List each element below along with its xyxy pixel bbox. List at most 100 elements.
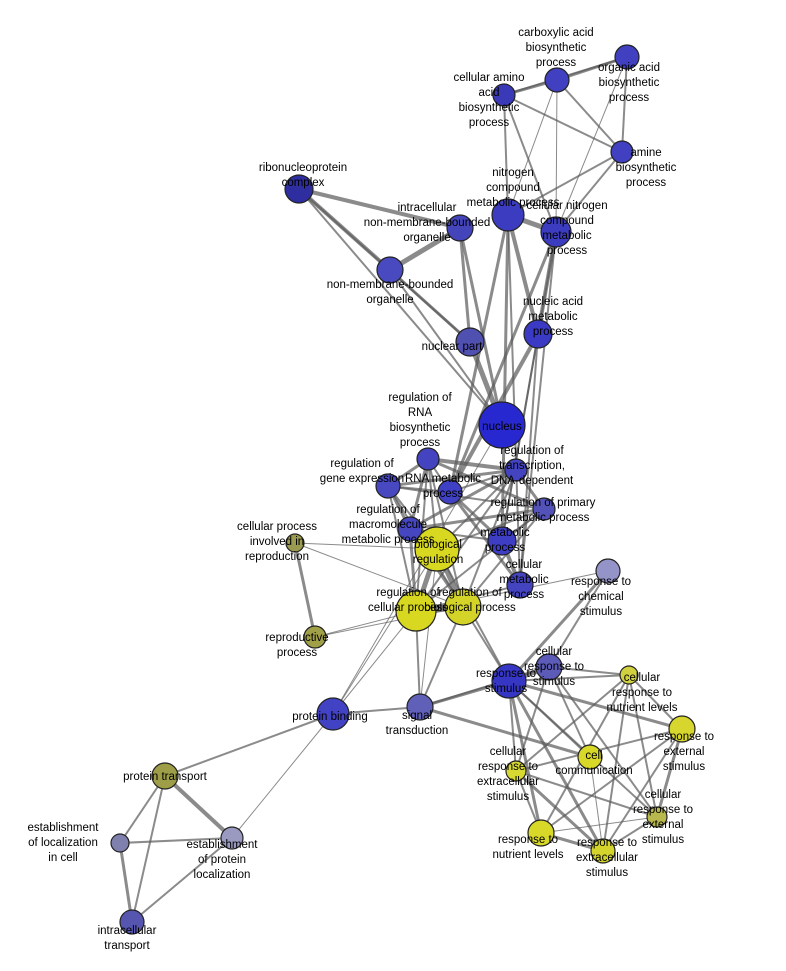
graph-node-cellular_response_external[interactable]: cellular response to external stimulus <box>646 806 668 828</box>
node-label-cellular_response_nutrient: cellular <box>624 672 661 684</box>
graph-node-cell_communication[interactable]: cell communication <box>577 744 603 770</box>
graph-node-nuclear_part[interactable]: nuclear part <box>455 327 485 357</box>
graph-edge-response_to_stimulus--response_external <box>507 679 684 731</box>
graph-node-response_nutrient[interactable]: response to nutrient levels <box>527 819 555 847</box>
graph-node-reg_macromolecule[interactable]: regulation of macromolecule metabolic pr… <box>397 516 423 542</box>
graph-node-protein_transport[interactable]: protein transport <box>151 762 179 790</box>
graph-node-biological_regulation[interactable]: biological regulation <box>414 526 460 572</box>
node-label-cellular_nitrogen: process <box>547 245 588 257</box>
graph-node-cellular_amino[interactable]: cellular amino acid biosynthetic process <box>492 83 516 107</box>
node-label-carboxylic: process <box>536 57 577 69</box>
graph-node-cellular_nitrogen[interactable]: cellular nitrogen compound metabolic pro… <box>540 216 572 248</box>
graph-edge-reg_gene_expr--reg_primary <box>387 485 545 510</box>
node-label-est_protein_localization: localization <box>194 869 251 881</box>
node-label-nitrogen_compound: compound <box>486 182 540 194</box>
graph-node-organic[interactable]: organic acid biosynthetic process <box>614 44 640 70</box>
node-label-intracellular_nmb: organelle <box>403 232 450 244</box>
node-label-reg_biological: regulation of <box>438 587 502 599</box>
graph-edge-cellular_response_nutrient--cellular_response_external <box>628 674 658 818</box>
graph-node-ribonucleoprotein[interactable]: ribonucleoprotein complex <box>284 174 314 204</box>
node-label-nucleic_acid: process <box>533 326 574 338</box>
graph-edge-cellular_nitrogen--metabolic_process <box>501 231 557 542</box>
graph-node-cellular_response_extracellular[interactable]: cellular response to extracellular stimu… <box>505 760 527 782</box>
graph-edge-cellular_process_repro--reproductive_process <box>293 541 317 639</box>
graph-edge-cellular_amino--nitrogen_compound <box>503 94 509 216</box>
graph-node-reg_biological[interactable]: regulation of biological process <box>444 588 482 626</box>
graph-edge-reg_rna_biosyn--reg_primary <box>426 457 546 511</box>
graph-edge-protein_transport--intracellular_transport <box>131 775 166 923</box>
graph-node-response_chemical[interactable]: response to chemical stimulus <box>595 558 621 584</box>
node-label-protein_binding: protein binding <box>292 711 367 723</box>
node-label-amine: amine <box>630 147 661 159</box>
graph-node-reg_rna_biosyn[interactable]: regulation of RNA biosynthetic process <box>416 447 440 471</box>
graph-node-nucleus[interactable]: nucleus <box>478 401 526 449</box>
node-label-cellular_metabolic: process <box>504 589 545 601</box>
node-label-intracellular_nmb: intracellular <box>398 202 457 214</box>
graph-edge-cellular_response_nutrient--response_extracellular <box>602 674 630 852</box>
node-label-organic: biosynthetic <box>599 77 660 89</box>
graph-node-response_extracellular[interactable]: response to extracellular stimulus <box>590 838 616 864</box>
node-label-carboxylic: carboxylic acid <box>518 27 593 39</box>
graph-node-cellular_process_repro[interactable]: cellular process involved in reproductio… <box>285 533 305 553</box>
graph-node-protein_binding[interactable]: protein binding <box>316 697 350 731</box>
graph-edge-non_membrane--nucleus <box>389 269 503 426</box>
graph-node-non_membrane[interactable]: non-membrane-bounded organelle <box>376 256 404 284</box>
node-label-cellular_response_nutrient: response to <box>612 687 672 699</box>
graph-node-response_external[interactable]: response to external stimulus <box>668 715 696 743</box>
graph-node-reg_primary[interactable]: regulation of primary metabolic process <box>532 497 556 521</box>
node-label-cellular_amino: acid <box>478 87 499 99</box>
node-label-biological_regulation: biological <box>414 539 462 551</box>
graph-edge-response_nutrient--cellular_response_external <box>540 816 658 834</box>
graph-edge-intracellular_nmb--nuclear_part <box>458 226 472 344</box>
graph-edge-cellular_amino--amine <box>503 94 623 153</box>
node-label-response_extracellular: extracellular <box>576 852 638 864</box>
graph-node-reproductive_process[interactable]: reproductive process <box>303 625 327 649</box>
node-label-reg_primary: regulation of primary <box>491 497 596 509</box>
node-label-response_external: external <box>664 746 705 758</box>
node-label-cellular_metabolic: metabolic <box>499 574 548 586</box>
graph-edge-cellular_process_repro--reg_biological <box>294 542 464 608</box>
node-label-est_loc_in_cell: in cell <box>48 852 77 864</box>
graph-edge-signal_transduction--biological_regulation <box>419 548 438 708</box>
node-label-rna_metabolic: process <box>423 488 464 500</box>
graph-node-cellular_response_nutrient[interactable]: cellular response to nutrient levels <box>619 665 639 685</box>
graph-edge-reproductive_process--reg_biological <box>314 606 464 638</box>
graph-node-reg_transcription[interactable]: regulation of transcription, DNA-depende… <box>504 458 528 482</box>
graph-edge-protein_binding--protein_transport <box>164 713 334 777</box>
graph-node-signal_transduction[interactable]: signal transduction <box>406 693 434 721</box>
node-label-cellular_process_repro: reproduction <box>245 551 309 563</box>
graph-node-reg_cellular[interactable]: regulation of cellular process <box>395 590 437 632</box>
graph-node-est_loc_in_cell[interactable]: establishment of localization in cell <box>110 833 130 853</box>
graph-edge-response_external--response_extracellular <box>602 728 683 852</box>
graph-edge-cell_communication--response_extracellular <box>589 756 604 852</box>
node-label-reg_rna_biosyn: RNA <box>408 407 433 419</box>
node-label-ribonucleoprotein: complex <box>282 177 325 189</box>
graph-node-response_to_stimulus[interactable]: response to stimulus <box>491 663 527 699</box>
node-label-reg_biological: biological process <box>424 602 516 614</box>
graph-node-nucleic_acid[interactable]: nucleic acid metabolic process <box>523 319 553 349</box>
node-label-cellular_response_external: response to <box>633 804 693 816</box>
graph-node-reg_gene_expr[interactable]: regulation of gene expression <box>375 473 401 499</box>
graph-node-carboxylic[interactable]: carboxylic acid biosynthetic process <box>544 67 570 93</box>
graph-edge-non_membrane--nuclear_part <box>388 268 472 344</box>
graph-edge-cellular_response_nutrient--cellular_response_extracellular <box>515 674 630 772</box>
graph-node-cellular_metabolic[interactable]: cellular metabolic process <box>506 571 534 599</box>
graph-node-rna_metabolic[interactable]: RNA metabolic process <box>437 479 463 505</box>
node-label-reg_gene_expr: gene expression <box>320 473 404 485</box>
graph-node-intracellular_transport[interactable]: intracellular transport <box>119 909 145 935</box>
graph-node-amine[interactable]: amine biosynthetic process <box>610 140 634 164</box>
node-label-metabolic_process: metabolic <box>480 527 529 539</box>
graph-edge-carboxylic--nitrogen_compound <box>507 79 558 216</box>
graph-node-metabolic_process[interactable]: metabolic process <box>487 526 517 556</box>
graph-edge-cellular_response_stimulus--cell_communication <box>548 666 591 758</box>
graph-node-intracellular_nmb[interactable]: intracellular non-membrane-bounded organ… <box>446 214 474 242</box>
graph-node-nitrogen_compound[interactable]: nitrogen compound metabolic process <box>491 198 525 232</box>
graph-edge-cellular_process_repro--biological_regulation <box>294 542 438 550</box>
node-label-signal_transduction: transduction <box>386 725 449 737</box>
node-label-biological_regulation: regulation <box>413 554 464 566</box>
graph-node-est_protein_localization[interactable]: establishment of protein localization <box>220 826 244 850</box>
graph-node-cellular_response_stimulus[interactable]: cellular response to stimulus <box>535 653 563 681</box>
node-label-response_to_stimulus: response to <box>476 668 536 680</box>
node-label-reproductive_process: process <box>277 647 318 659</box>
